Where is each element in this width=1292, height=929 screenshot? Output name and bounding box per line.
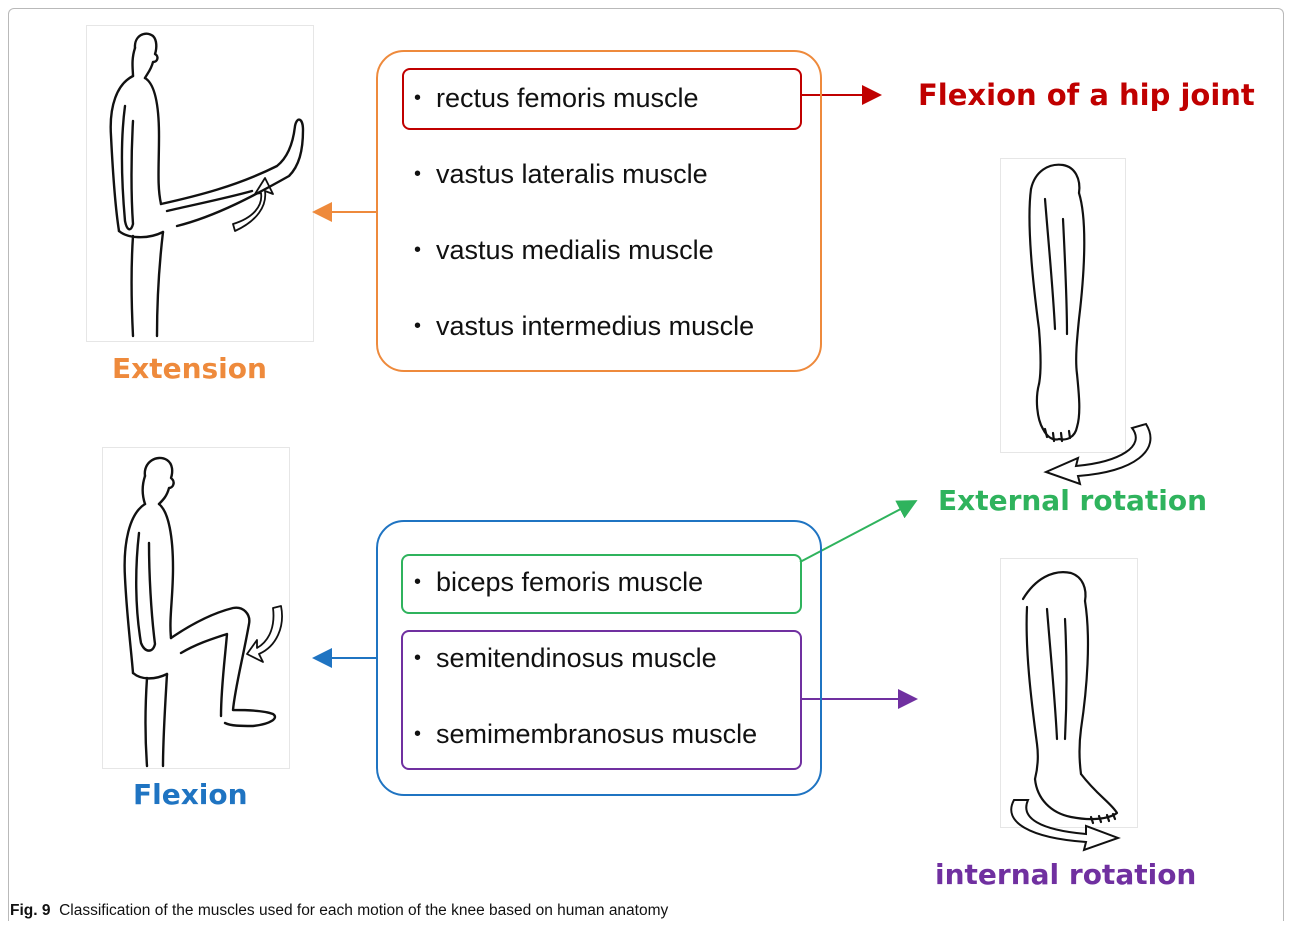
- bullet: •: [414, 87, 436, 110]
- bullet: •: [414, 723, 436, 746]
- item-label: biceps femoris muscle: [436, 567, 703, 597]
- external-rotation-curve-icon: [1046, 424, 1150, 484]
- item-label: vastus medialis muscle: [436, 235, 714, 265]
- internal-rotation-label: internal rotation: [935, 858, 1196, 891]
- item-label: semitendinosus muscle: [436, 643, 717, 673]
- external-rotation-label: External rotation: [938, 484, 1207, 517]
- bullet: •: [414, 315, 436, 338]
- caption-text: Classification of the muscles used for e…: [59, 902, 668, 919]
- ham-item-3: •semimembranosus muscle: [414, 719, 757, 750]
- item-label: vastus intermedius muscle: [436, 311, 754, 341]
- internal-rotation-curve-icon: [1011, 800, 1118, 850]
- bullet: •: [414, 647, 436, 670]
- bullet: •: [414, 571, 436, 594]
- item-label: rectus femoris muscle: [436, 83, 699, 113]
- item-label: vastus lateralis muscle: [436, 159, 708, 189]
- ham-item-2: •semitendinosus muscle: [414, 643, 717, 674]
- bullet: •: [414, 163, 436, 186]
- extension-label: Extension: [112, 352, 267, 385]
- quad-item-2: •vastus lateralis muscle: [414, 159, 708, 190]
- item-label: semimembranosus muscle: [436, 719, 757, 749]
- caption-label: Fig. 9: [10, 902, 50, 919]
- figure-caption: Fig. 9 Classification of the muscles use…: [10, 902, 668, 920]
- bullet: •: [414, 239, 436, 262]
- quad-item-4: •vastus intermedius muscle: [414, 311, 754, 342]
- quad-item-1: •rectus femoris muscle: [414, 83, 699, 114]
- ham-item-1: •biceps femoris muscle: [414, 567, 703, 598]
- hip-flexion-label: Flexion of a hip joint: [918, 78, 1255, 112]
- quad-item-3: •vastus medialis muscle: [414, 235, 714, 266]
- flexion-label: Flexion: [133, 778, 248, 811]
